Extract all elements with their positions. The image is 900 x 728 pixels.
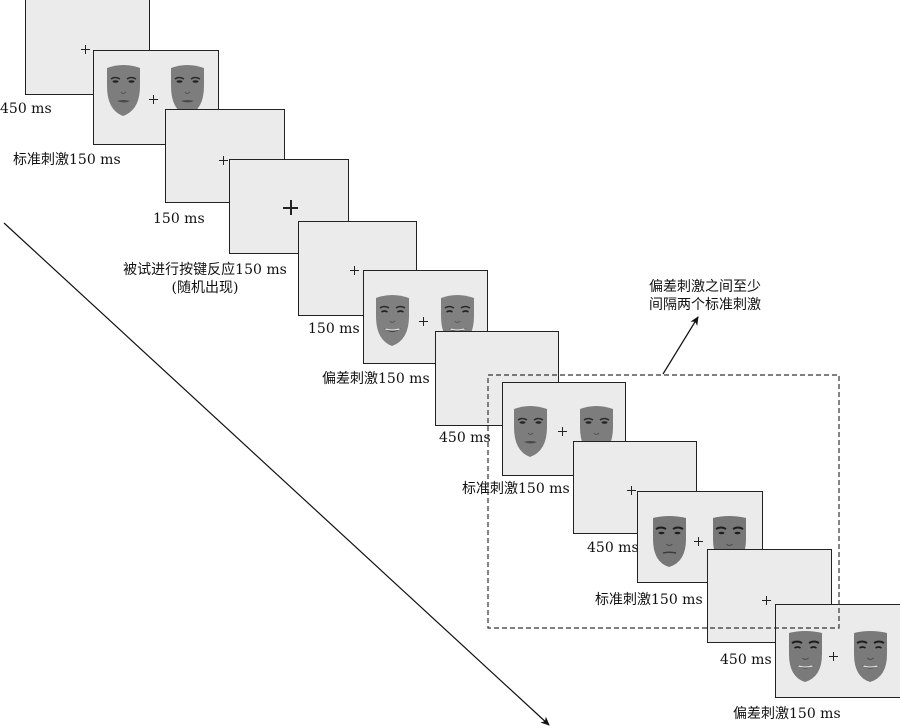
- face-female-neutral-left-icon: [106, 64, 141, 117]
- fixation-cross-icon: [694, 537, 703, 546]
- duration-label-3: 150 ms: [308, 321, 360, 337]
- duration-label-4: 450 ms: [439, 430, 491, 446]
- duration-label-1: 450 ms: [0, 101, 52, 117]
- response-label-line1: 被试进行按键反应150 ms: [123, 262, 287, 278]
- face-male-neutral-left-icon: [652, 515, 687, 568]
- stimulus-frame-deviant-2: [775, 604, 900, 698]
- stimulus-label-deviant-1: 偏差刺激150 ms: [322, 371, 430, 387]
- annotation-text: 偏差刺激之间至少 间隔两个标准刺激: [620, 278, 790, 314]
- fixation-cross-icon: [219, 156, 228, 165]
- fixation-cross-icon: [762, 596, 771, 605]
- annotation-line2: 间隔两个标准刺激: [649, 297, 761, 313]
- fixation-cross-icon: [419, 317, 428, 326]
- response-label-line2: (随机出现): [171, 280, 239, 296]
- fixation-cross-icon: [149, 95, 158, 104]
- fixation-cross-icon: [81, 45, 90, 54]
- face-female-neutral-left-icon: [513, 405, 548, 458]
- duration-label-2: 150 ms: [153, 211, 205, 227]
- stimulus-label-standard-1: 标准刺激150 ms: [13, 152, 121, 168]
- fixation-cross-icon: [558, 427, 567, 436]
- face-male-happy-left-icon: [788, 630, 823, 683]
- fixation-cross-icon: [829, 652, 838, 661]
- face-female-happy-left-icon: [375, 294, 410, 347]
- annotation-line1: 偏差刺激之间至少: [649, 279, 761, 295]
- response-cross-icon: [283, 200, 298, 215]
- stimulus-label-standard-3: 标准刺激150 ms: [595, 592, 703, 608]
- annotation-arrow: [662, 316, 699, 375]
- duration-label-5: 450 ms: [587, 540, 639, 556]
- stimulus-label-standard-2: 标准刺激150 ms: [462, 481, 570, 497]
- face-male-happy-right-icon: [853, 630, 888, 683]
- fixation-cross-icon: [627, 486, 636, 495]
- duration-label-6: 450 ms: [720, 652, 772, 668]
- response-label: 被试进行按键反应150 ms (随机出现): [110, 261, 300, 297]
- stimulus-label-deviant-2: 偏差刺激150 ms: [733, 706, 841, 722]
- fixation-cross-icon: [350, 266, 359, 275]
